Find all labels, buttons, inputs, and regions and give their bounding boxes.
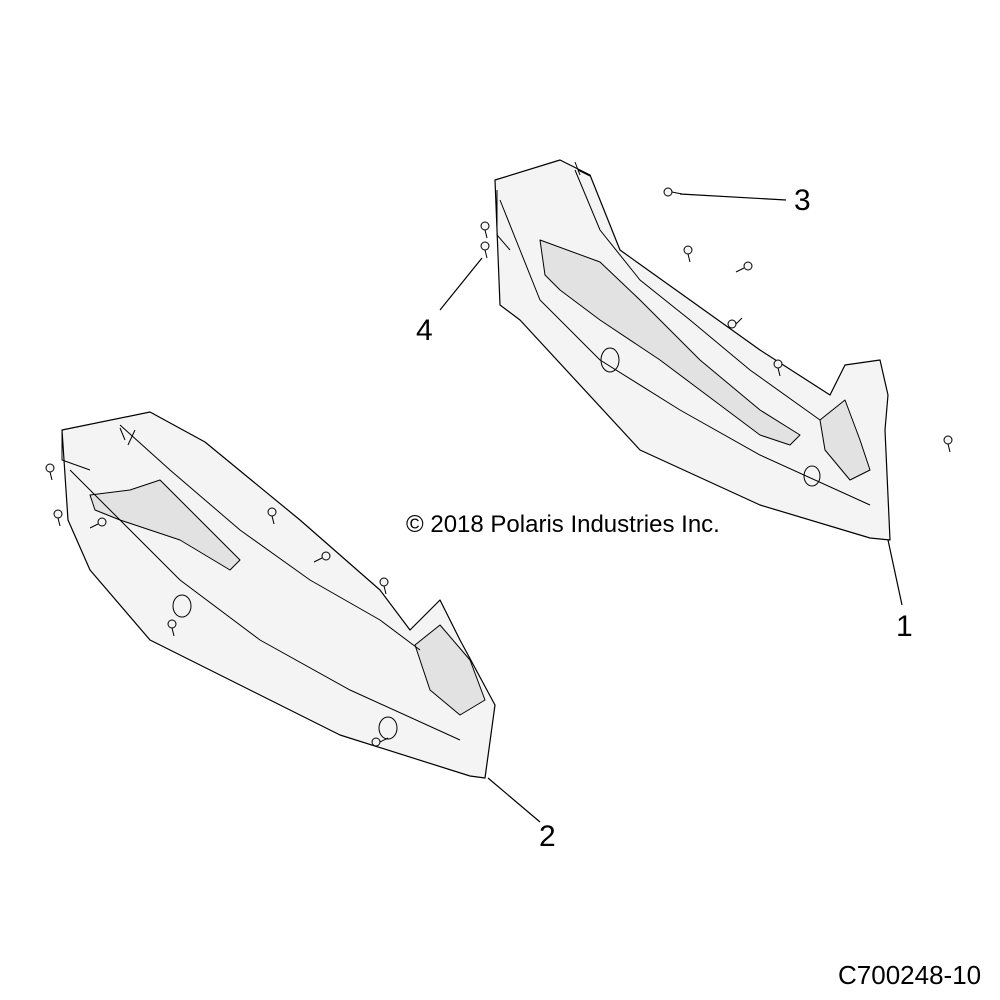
callout-2: 2 (539, 820, 556, 853)
copyright-notice: © 2018 Polaris Industries Inc. (406, 511, 720, 538)
screw-icon (773, 359, 783, 377)
leader-lines (439, 193, 903, 823)
screw-icon (379, 577, 389, 595)
leader-line-1 (887, 539, 903, 606)
screw-icon (267, 507, 277, 525)
callout-3: 3 (794, 184, 811, 217)
rocker-panel-left (61, 411, 496, 779)
screw-icon (663, 187, 683, 197)
screw-icon (313, 551, 331, 563)
fasteners (45, 187, 953, 747)
leader-line-4 (439, 257, 483, 311)
screw-icon (89, 517, 107, 529)
screw-icon (683, 245, 693, 263)
screw-icon (45, 463, 55, 481)
callout-1: 1 (896, 610, 913, 643)
screw-icon (371, 737, 389, 747)
screw-icon (480, 221, 490, 239)
leader-line-2 (487, 777, 541, 823)
leader-line-3 (679, 193, 787, 201)
screw-icon (480, 241, 490, 259)
screw-icon (167, 619, 177, 637)
screw-icon (727, 317, 743, 329)
screw-icon (53, 509, 63, 527)
callout-4: 4 (416, 314, 433, 347)
screw-icon (943, 435, 953, 453)
figure-id: C700248-10 (838, 960, 982, 990)
screw-icon (735, 261, 753, 273)
rocker-panel-right (494, 159, 891, 541)
